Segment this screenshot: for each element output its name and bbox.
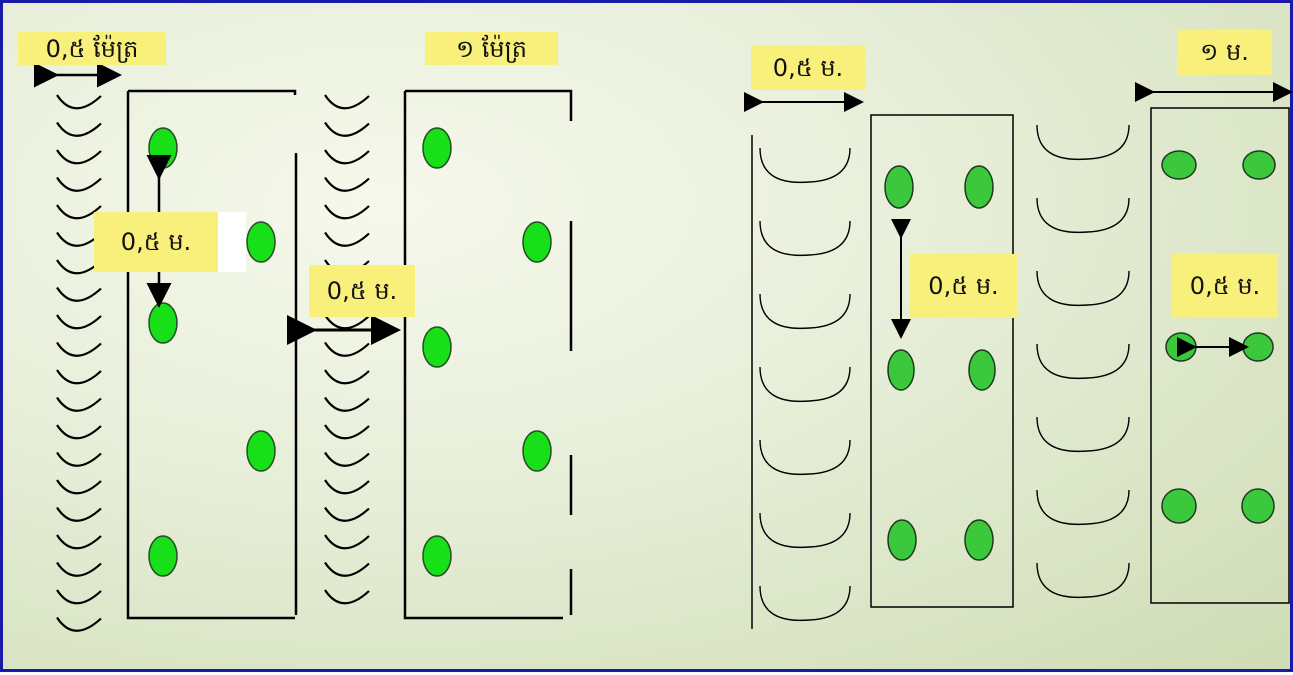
furrow-mark [324, 204, 370, 220]
furrow-mark [324, 589, 370, 605]
furrow-mark [324, 121, 370, 137]
plant-right-11 [1161, 488, 1197, 524]
furrow-mark [324, 341, 370, 357]
plant-left-5 [148, 535, 178, 577]
planting-bed-right-2 [1150, 107, 1290, 604]
furrow-mark [759, 512, 851, 549]
label-left-one-meter: ១ ម៉ែត្រ [425, 32, 558, 65]
furrow-mark [56, 479, 102, 495]
furrow-mark [56, 396, 102, 412]
furrow-mark [1036, 124, 1130, 161]
furrow-mark [759, 220, 851, 257]
furrow-mark [324, 369, 370, 385]
plant-left-10 [422, 535, 452, 577]
ridge-furrows-right-1 [759, 147, 851, 622]
furrow-mark [1036, 197, 1130, 234]
plant-left-1 [148, 127, 178, 169]
furrow-mark [324, 94, 370, 110]
furrow-mark [56, 149, 102, 165]
plant-right-4 [968, 349, 996, 391]
plant-right-1 [884, 165, 914, 209]
furrow-mark [324, 534, 370, 550]
furrow-mark [324, 451, 370, 467]
planting-bed-left-2 [403, 89, 573, 620]
furrow-mark [56, 506, 102, 522]
furrow-mark [759, 293, 851, 330]
plant-left-6 [422, 127, 452, 169]
plant-left-3 [148, 302, 178, 344]
furrow-mark [1036, 343, 1130, 380]
label-right-vertical-spacing: 0,៥ ម. [910, 254, 1017, 318]
furrow-mark [324, 396, 370, 412]
ridge-furrows-left-2 [324, 94, 370, 605]
plant-right-6 [964, 519, 994, 561]
furrow-mark [1036, 489, 1130, 526]
plant-left-4 [246, 430, 276, 472]
furrow-mark [759, 147, 851, 184]
furrow-mark [56, 204, 102, 220]
plant-right-8 [1242, 150, 1276, 180]
furrow-mark [56, 589, 102, 605]
ridge-furrows-left-1 [56, 94, 102, 632]
plant-right-12 [1241, 488, 1275, 524]
furrow-mark [324, 231, 370, 247]
furrow-mark [324, 479, 370, 495]
furrow-mark [56, 616, 102, 632]
furrow-mark [56, 451, 102, 467]
plant-left-2 [246, 221, 276, 263]
plant-right-10 [1242, 332, 1274, 362]
label-left-gap: 0,៥ ម. [309, 265, 415, 317]
plant-left-9 [522, 430, 552, 472]
label-left-half-meter: 0,៥ ម៉ែត្រ [18, 32, 166, 65]
plant-right-2 [964, 165, 994, 209]
furrow-mark [324, 506, 370, 522]
furrow-mark [56, 94, 102, 110]
furrow-mark [56, 314, 102, 330]
furrow-mark [56, 341, 102, 357]
furrow-mark [56, 369, 102, 385]
furrow-mark [56, 176, 102, 192]
ridge-furrows-right-2 [1036, 124, 1130, 599]
plant-right-3 [887, 349, 915, 391]
furrow-mark [759, 585, 851, 622]
label-right-half-m: 0,៥ ម. [751, 45, 865, 90]
planting-bed-right-1 [870, 114, 1014, 608]
furrow-mark [324, 176, 370, 192]
furrow-mark [56, 121, 102, 137]
label-right-one-m: ១ ម. [1177, 29, 1272, 75]
plant-right-7 [1161, 150, 1197, 180]
furrow-mark [759, 439, 851, 476]
label-right-horizontal-spacing: 0,៥ ម. [1172, 254, 1278, 318]
furrow-mark [324, 561, 370, 577]
diagram-canvas [34, 62, 1293, 632]
furrow-mark [1036, 270, 1130, 307]
furrow-mark [324, 424, 370, 440]
plant-left-8 [422, 326, 452, 368]
furrow-mark [324, 149, 370, 165]
furrow-mark [56, 534, 102, 550]
plant-right-5 [887, 519, 917, 561]
furrow-mark [1036, 562, 1130, 599]
label-left-plant-spacing: 0,៥ ម. [94, 212, 246, 272]
furrow-mark [759, 366, 851, 403]
plant-right-9 [1165, 332, 1197, 362]
furrow-mark [56, 561, 102, 577]
plant-left-7 [522, 221, 552, 263]
furrow-mark [1036, 416, 1130, 453]
furrow-mark [56, 424, 102, 440]
planting-bed-left-1 [126, 89, 298, 620]
furrow-mark [56, 286, 102, 302]
